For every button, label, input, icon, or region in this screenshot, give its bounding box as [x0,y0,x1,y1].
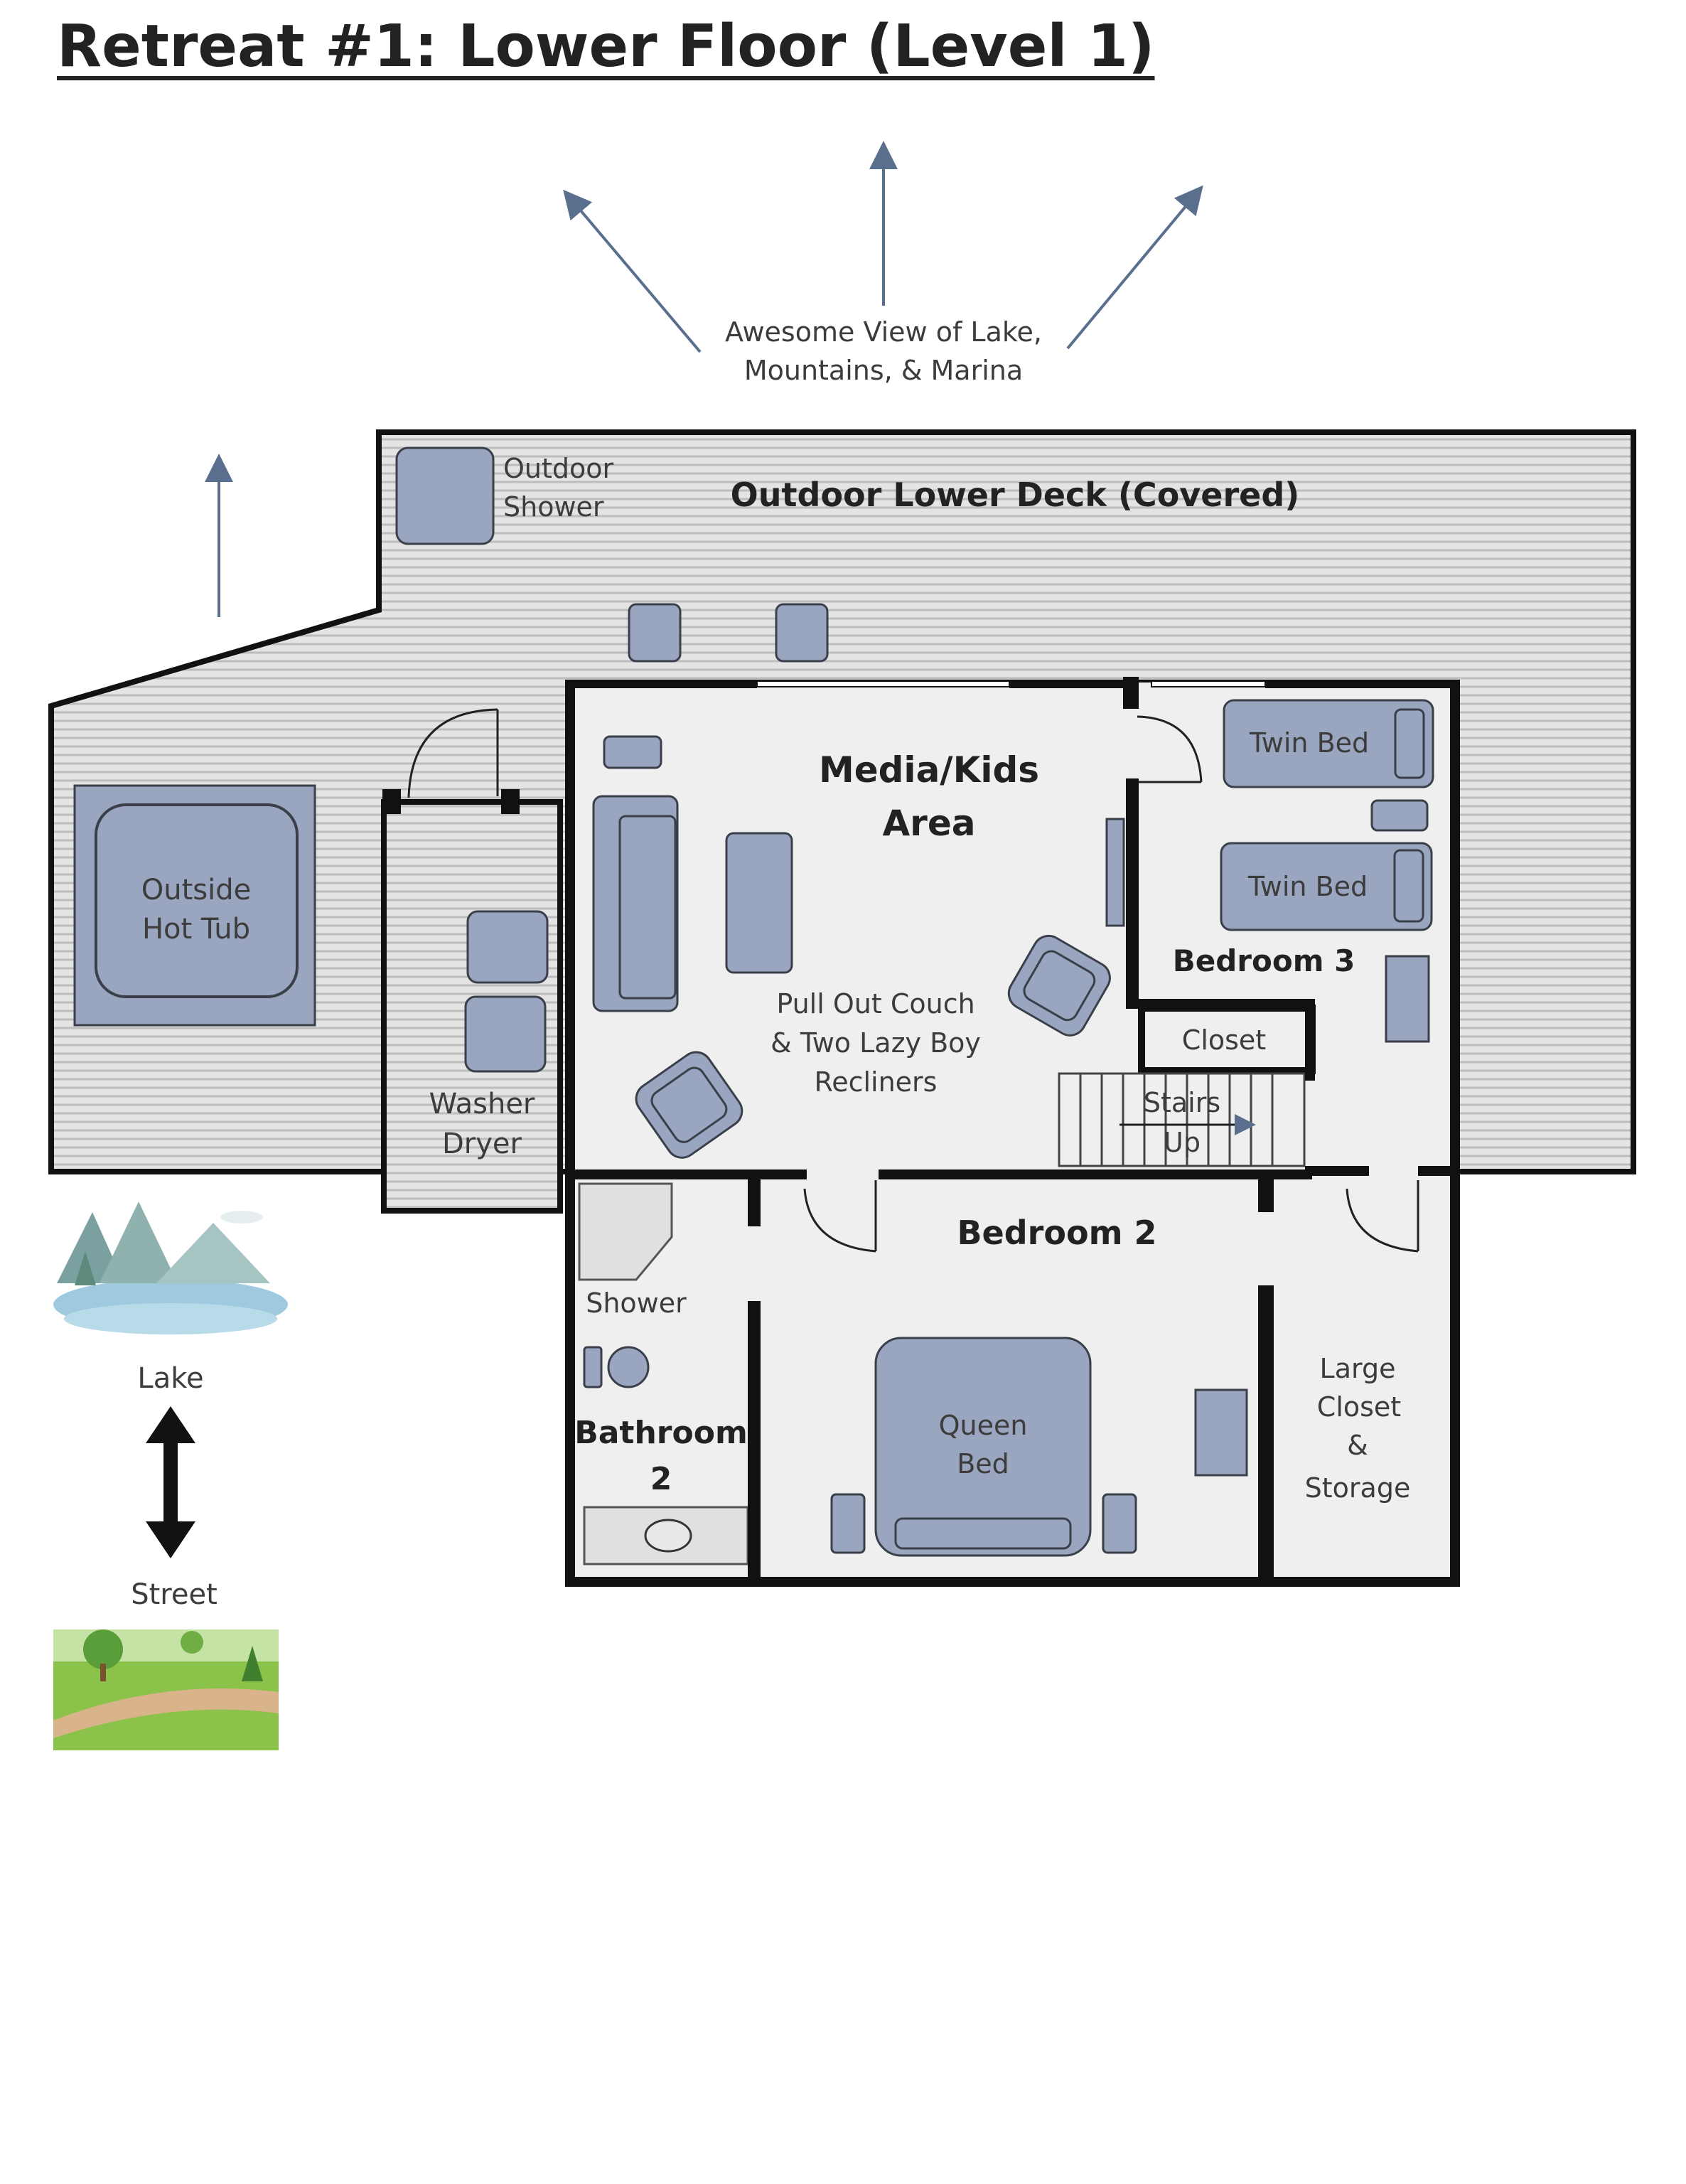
recliner-left [635,1051,743,1159]
view-arrow-icon [1066,185,1203,350]
queen-bed-label-1: Queen [939,1410,1028,1441]
hot-tub-label-2: Hot Tub [142,913,250,946]
deck-chair [628,603,682,663]
large-closet-label-1: Large [1320,1353,1396,1384]
shower-label: Shower [586,1288,687,1319]
bathroom2-label-2: 2 [650,1461,672,1497]
bedroom2-label: Bedroom 2 [957,1214,1156,1252]
media-ottoman [603,735,662,769]
large-closet-label-2: Closet [1317,1391,1401,1423]
couch-cushion [618,815,677,1000]
sink-icon [644,1519,692,1553]
street-park-icon [53,1629,279,1750]
media-label-2: Area [882,803,975,844]
recliner-right [1007,934,1111,1037]
lake-scene-icon [53,1201,288,1334]
couch-label-1: Pull Out Couch [776,988,974,1019]
media-label-1: Media/Kids [819,749,1039,791]
title-wrap: Retreat #1: Lower Floor (Level 1) [57,13,1155,80]
washer-icon [466,910,549,984]
view-note-line2: Mountains, & Marina [744,355,1023,386]
double-arrow-icon [146,1406,195,1558]
walls [382,677,1460,1587]
bedroom2-dresser [1194,1388,1248,1477]
outdoor-shower-label-2: Shower [503,491,604,523]
twin-bed-2-label: Twin Bed [1247,871,1368,902]
couch-label-2: & Two Lazy Boy [770,1027,981,1059]
outdoor-shower-label-1: Outdoor [503,453,614,484]
queen-bed-label-2: Bed [957,1448,1009,1479]
washer-label: Washer [429,1088,535,1120]
bathroom2-label-1: Bathroom [574,1415,748,1451]
nightstand [1370,799,1429,832]
outdoor-shower-icon [395,446,495,545]
closet-label: Closet [1182,1024,1266,1056]
lake-label: Lake [137,1362,203,1395]
hot-tub-label-1: Outside [141,874,251,906]
deck-label: Outdoor Lower Deck (Covered) [731,476,1300,514]
couch-label-3: Recliners [815,1066,938,1098]
bedroom3-dresser [1385,955,1430,1043]
bedroom2-door-swing [803,1188,876,1253]
toilet-bowl [607,1346,650,1388]
dryer-icon [464,995,547,1073]
nightstand-right [1102,1493,1137,1554]
street-label: Street [131,1578,218,1611]
twin-bed-2 [1220,842,1433,931]
shower-stall [578,1182,673,1281]
nightstand-left [830,1493,866,1554]
tv-console [1105,818,1125,927]
stairs-label-1: Stairs [1144,1087,1220,1118]
toilet-tank [583,1346,603,1388]
large-closet-label-3: & [1347,1430,1368,1461]
page-title: Retreat #1: Lower Floor (Level 1) [57,13,1155,80]
twin-bed-2-pillow [1393,849,1424,923]
twin-bed-1 [1223,699,1434,788]
twin-bed-1-pillow [1394,708,1425,779]
deck-chair [775,603,829,663]
stairs-label-2: Up [1164,1127,1201,1158]
queen-bed-pillow [894,1517,1072,1550]
view-note-line1: Awesome View of Lake, [725,316,1042,348]
queen-bed [874,1337,1092,1557]
coffee-table [725,832,793,974]
view-arrows [205,141,1203,617]
view-arrow-icon [563,189,702,353]
twin-bed-1-label: Twin Bed [1249,727,1369,759]
large-closet-label-4: Storage [1305,1472,1411,1504]
bedroom3-label: Bedroom 3 [1173,943,1355,978]
hot-tub-basin [95,803,299,998]
closet-door-swing [1346,1188,1419,1253]
laundry-door-swing [407,708,498,798]
dryer-label: Dryer [442,1128,522,1160]
bedroom3-door-swing [1137,715,1203,783]
stairs [1058,1072,1306,1167]
